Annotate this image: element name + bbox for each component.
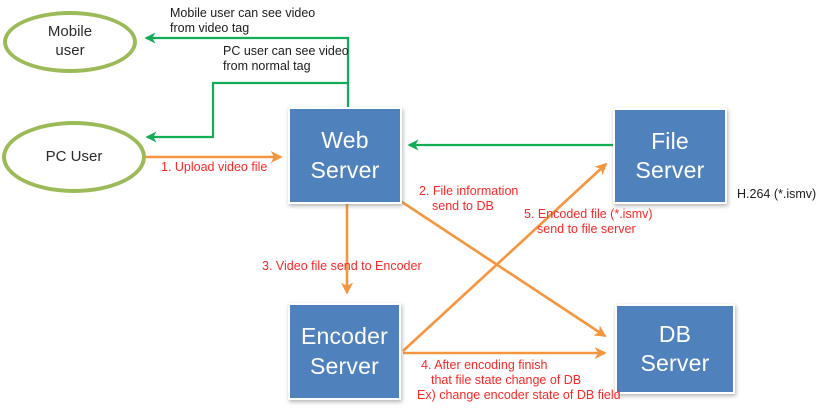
step4-label: 4. After encoding finish that file state… bbox=[417, 358, 621, 403]
note-pc-video: PC user can see video from normal tag bbox=[223, 44, 349, 74]
step5-label: 5. Encoded file (*.ismv) send to file se… bbox=[524, 207, 653, 237]
arrow-web-to-pc bbox=[145, 81, 348, 143]
note-pc-video-line2: from normal tag bbox=[223, 59, 311, 73]
file-server-label: File Server bbox=[635, 127, 705, 183]
step4-line3: Ex) change encoder state of DB field bbox=[417, 388, 621, 402]
encoder-server-label: Encoder Server bbox=[300, 323, 389, 379]
db-server-node: DB Server bbox=[615, 304, 735, 394]
step4-line1: 4. After encoding finish bbox=[421, 358, 548, 372]
note-mobile-video-line1: Mobile user can see video bbox=[170, 6, 316, 20]
mobile-user-node: Mobile user bbox=[3, 11, 137, 73]
note-codec: H.264 (*.ismv) bbox=[737, 187, 817, 201]
step2-line2: send to DB bbox=[432, 199, 494, 213]
step1-label: 1. Upload video file bbox=[161, 160, 268, 174]
note-mobile-video: Mobile user can see video from video tag bbox=[170, 6, 315, 36]
db-server-label: DB Server bbox=[640, 320, 710, 376]
web-server-node: Web Server bbox=[288, 107, 402, 204]
step2-label: 2. File information send to DB bbox=[419, 184, 518, 214]
web-server-label: Web Server bbox=[310, 127, 380, 183]
step2-line1: 2. File information bbox=[419, 184, 519, 198]
note-pc-video-line1: PC user can see video bbox=[223, 44, 349, 58]
step5-line1: 5. Encoded file (*.ismv) bbox=[524, 207, 653, 221]
file-server-node: File Server bbox=[613, 108, 727, 204]
pc-user-label: PC User bbox=[45, 147, 103, 165]
mobile-user-label: Mobile user bbox=[47, 23, 93, 59]
encoder-server-node: Encoder Server bbox=[288, 303, 401, 400]
arrow-file-info-to-db bbox=[401, 200, 607, 338]
arrow-encoded-file-to-file-server bbox=[402, 162, 608, 352]
pc-user-node: PC User bbox=[2, 121, 146, 193]
note-mobile-video-line2: from video tag bbox=[170, 21, 250, 35]
step5-line2: send to file server bbox=[537, 222, 636, 236]
step3-label: 3. Video file send to Encoder bbox=[262, 259, 422, 273]
step4-line2: that file state change of DB bbox=[431, 373, 582, 387]
